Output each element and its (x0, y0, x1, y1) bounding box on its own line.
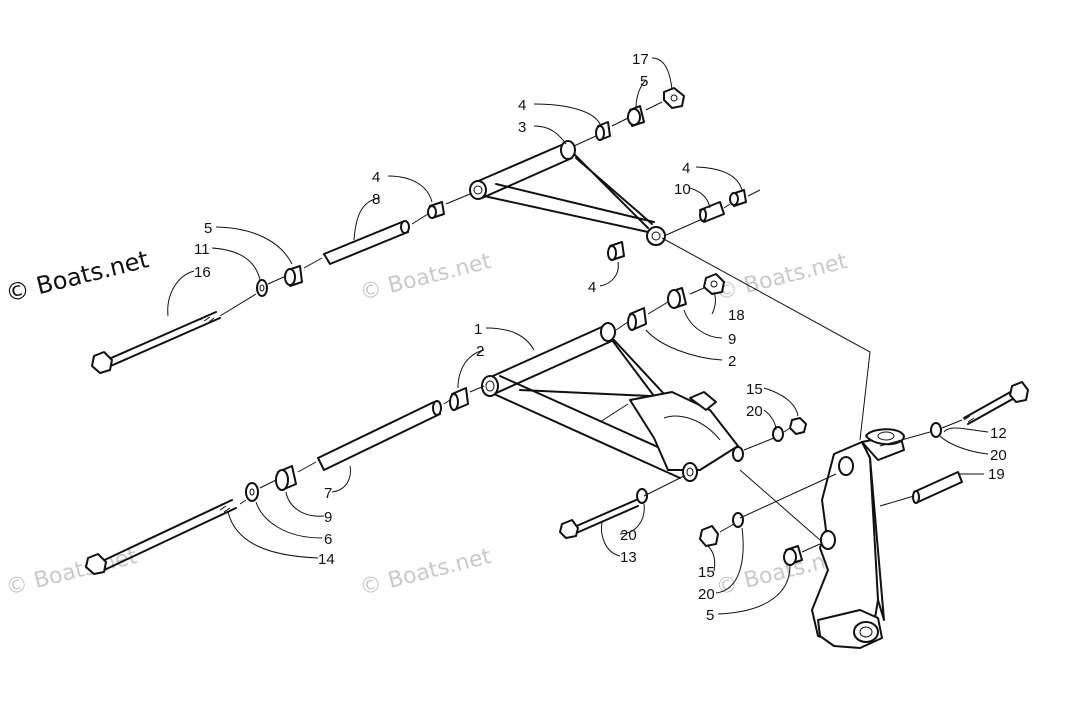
watermark-faint: © Boats.net (357, 249, 494, 306)
callout-16: 16 (194, 264, 211, 281)
upper-a-arm-hardware (91, 87, 761, 374)
callout-19: 19 (988, 466, 1005, 483)
callout-18: 18 (728, 307, 745, 324)
callout-11: 11 (194, 241, 210, 258)
callout-2: 2 (728, 353, 736, 370)
callout-3: 3 (518, 119, 526, 136)
callout-4: 4 (372, 169, 380, 186)
callout-1: 1 (474, 321, 482, 338)
callout-14: 14 (318, 551, 335, 568)
lower-a-arm (481, 322, 744, 482)
callout-5: 5 (640, 73, 648, 90)
callout-2: 2 (476, 343, 484, 360)
callout-20: 20 (698, 586, 715, 603)
callout-labels: 17 5 4 3 4 8 4 10 5 11 16 4 18 1 9 2 2 1… (194, 51, 1007, 624)
callout-5: 5 (204, 220, 212, 237)
callout-10: 10 (674, 181, 691, 198)
spindle-knuckle (661, 237, 1029, 649)
watermark-main: © Boats.net (3, 245, 152, 308)
callout-4: 4 (682, 160, 690, 177)
callout-4: 4 (518, 97, 526, 114)
callout-4: 4 (588, 279, 596, 296)
callout-12: 12 (990, 425, 1007, 442)
callout-8: 8 (372, 191, 380, 208)
callout-20: 20 (746, 403, 763, 420)
callout-20: 20 (620, 527, 637, 544)
callout-17: 17 (632, 51, 649, 68)
callout-20: 20 (990, 447, 1007, 464)
leader-lines (167, 57, 989, 615)
watermark-faint: © Boats.net (357, 544, 494, 601)
callout-6: 6 (324, 531, 332, 548)
callout-5: 5 (706, 607, 714, 624)
callout-9: 9 (728, 331, 736, 348)
lower-a-arm-hardware (85, 273, 807, 575)
callout-15: 15 (746, 381, 763, 398)
callout-7: 7 (324, 485, 332, 502)
callout-9: 9 (324, 509, 332, 526)
callout-15: 15 (698, 564, 715, 581)
callout-13: 13 (620, 549, 637, 566)
upper-a-arm (469, 140, 666, 246)
